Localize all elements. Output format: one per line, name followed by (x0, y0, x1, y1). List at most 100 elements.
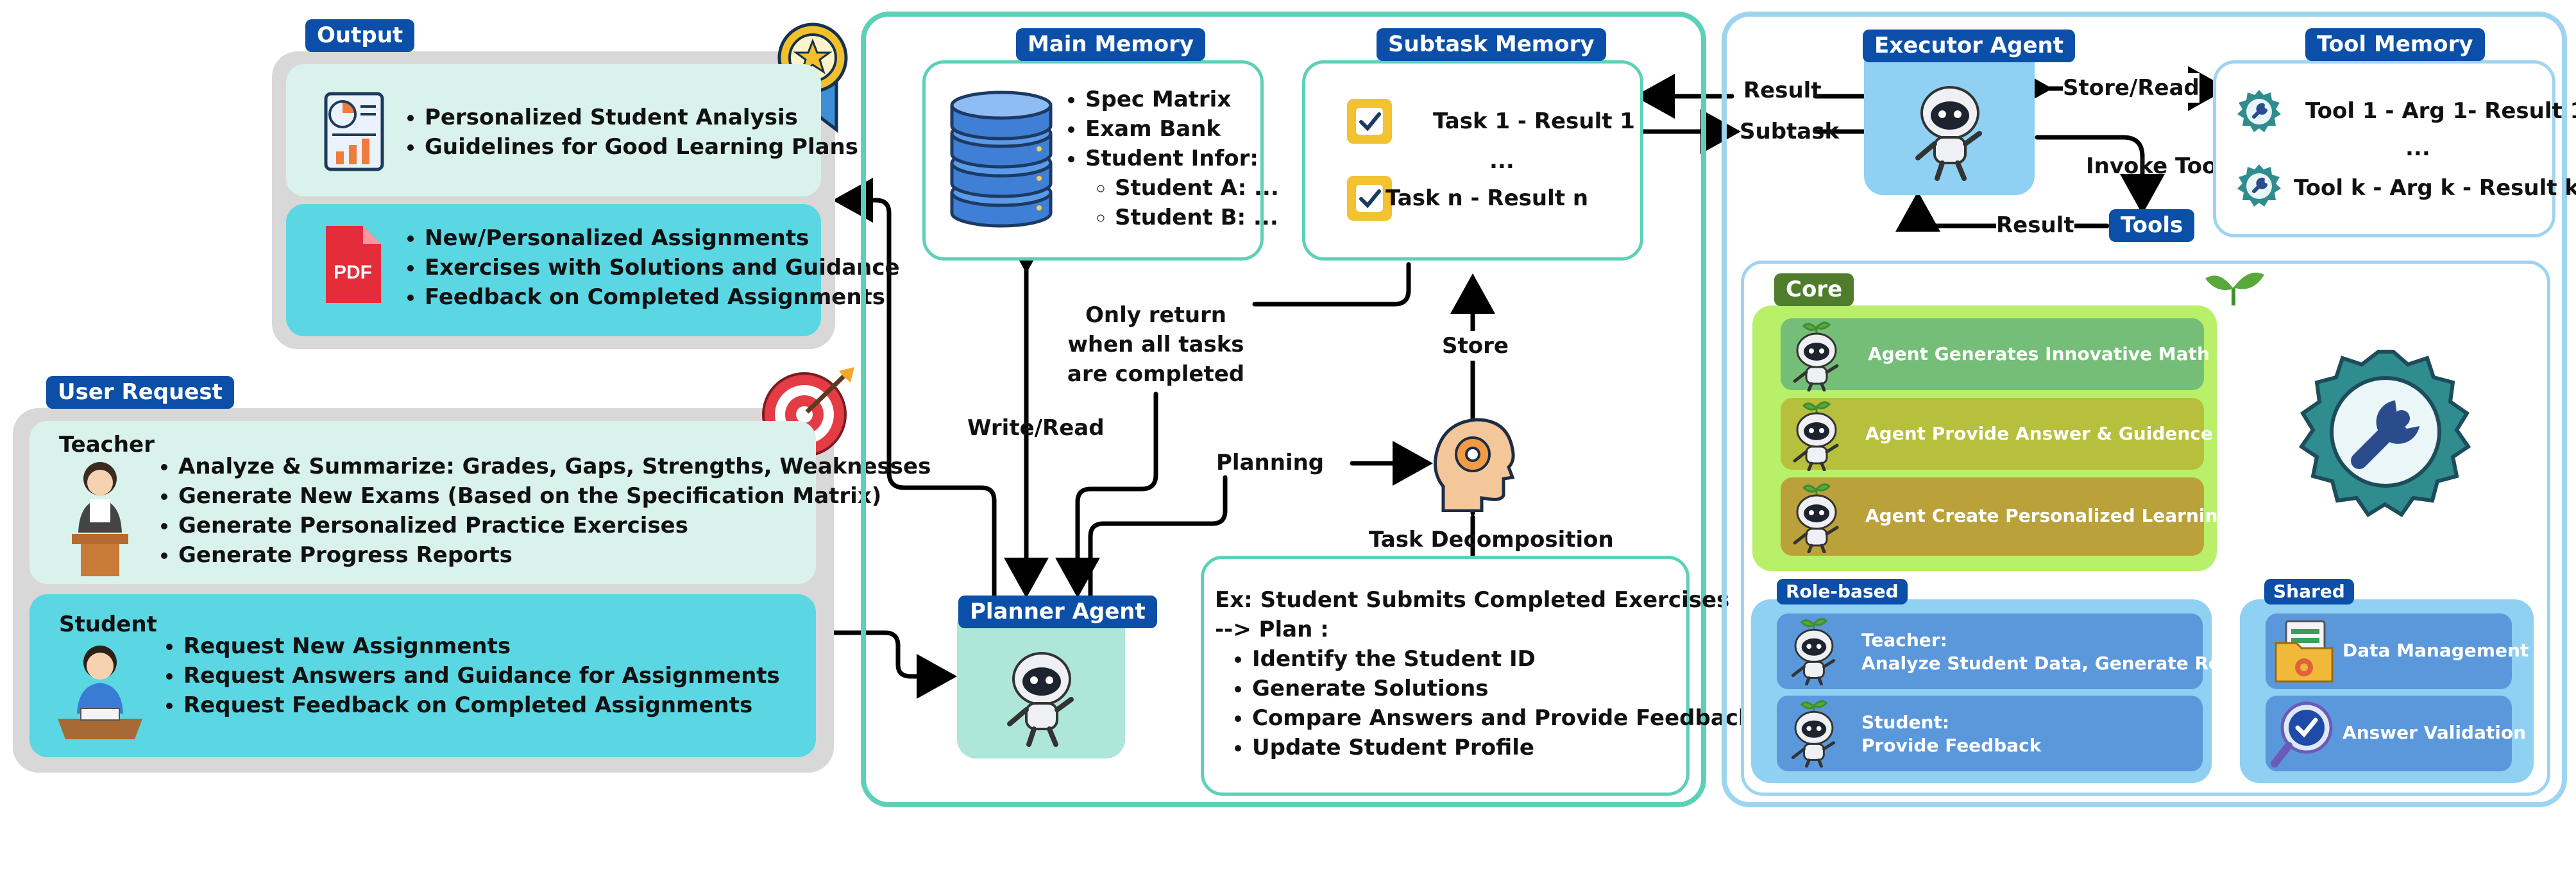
teacher-label: Teacher (59, 432, 155, 458)
main-memory-list: Spec Matrix Exam Bank Student Infor: Stu… (1056, 85, 1279, 232)
subtask-first: Task 1 - Result 1 (1433, 108, 1635, 134)
teacher-request-list: Analyze & Summarize: Grades, Gaps, Stren… (149, 452, 931, 570)
write-read-label: Write/Read (967, 415, 1105, 441)
teacher-request-box (30, 421, 816, 584)
list-item: Spec Matrix (1085, 85, 1279, 114)
student-request-list: Request New Assignments Request Answers … (154, 631, 780, 720)
tool-memory-first: Tool 1 - Arg 1- Result 1 (2305, 98, 2576, 124)
role-agent-row[interactable]: Teacher: Analyze Student Data, Generate … (1777, 613, 2274, 689)
role-based-tag: Role-based (1777, 579, 1908, 605)
task-check-icon (1344, 96, 1394, 149)
role-agent-row[interactable]: Student: Provide Feedback (1777, 696, 2203, 771)
answer-validation-icon (2269, 699, 2334, 773)
core-agent-row[interactable]: Agent Provide Answer & Guidence (1781, 398, 2213, 470)
list-item: Request Answers and Guidance for Assignm… (183, 661, 780, 690)
gear-wrench-icon (2235, 162, 2284, 213)
shared-tag: Shared (2264, 579, 2354, 605)
role-agent-desc: Provide Feedback (1861, 735, 2042, 756)
example-plan-label: --> Plan : (1215, 617, 1329, 642)
core-agent-label: Agent Create Personalized Learning Plan (1865, 505, 2282, 526)
role-agent-title: Teacher: (1861, 630, 1947, 651)
sprout-icon (2204, 268, 2266, 309)
role-agent-title: Student: (1861, 712, 1950, 733)
list-item: Generate Solutions (1252, 674, 1753, 703)
pdf-file-icon: PDF (321, 223, 385, 309)
core-agent-label: Agent Generates Innovative Math Exercise… (1868, 343, 2312, 364)
teacher-avatar (67, 457, 133, 580)
tool-memory-last: Tool k - Arg k - Result k (2294, 175, 2576, 201)
core-tag: Core (1774, 273, 1854, 307)
output-assignments-list: New/Personalized Assignments Exercises w… (395, 223, 900, 312)
database-icon (948, 90, 1055, 231)
planner-section (861, 12, 1706, 807)
settings-gear-icon (2292, 339, 2479, 527)
list-item: New/Personalized Assignments (425, 223, 900, 253)
example-title: Ex: Student Submits Completed Exercises (1215, 587, 1730, 613)
example-plan-box (1201, 556, 1690, 796)
robot-sprout-icon (1779, 699, 1847, 770)
only-return-label: Only return when all tasks are completed (1067, 302, 1245, 387)
robot-sprout-icon (1781, 483, 1851, 556)
list-item: Request Feedback on Completed Assignment… (183, 690, 780, 720)
list-item: Student A: ... (1115, 173, 1279, 203)
user-request-tag: User Request (46, 376, 234, 409)
list-item: Exam Bank (1085, 114, 1279, 144)
subtask-ellipsis: ... (1489, 148, 1514, 174)
core-agent-label: Agent Provide Answer & Guidence (1865, 423, 2213, 444)
gear-wrench-icon (2235, 87, 2284, 139)
main-memory-tag: Main Memory (1016, 28, 1206, 62)
student-request-box (30, 594, 816, 757)
planner-agent-tag: Planner Agent (958, 596, 1157, 629)
result-tools-label: Result (1996, 210, 2074, 240)
list-item: Exercises with Solutions and Guidance (425, 253, 900, 282)
example-steps-list: Identify the Student ID Generate Solutio… (1223, 644, 1753, 762)
shared-item-row[interactable]: Answer Validation (2266, 696, 2526, 771)
shared-item-label: Answer Validation (2343, 722, 2527, 743)
task-decomposition-label: Task Decomposition (1369, 527, 1614, 553)
report-document-icon (323, 91, 385, 175)
subtask-memory-box (1302, 60, 1643, 261)
store-label: Store (1442, 331, 1509, 361)
list-item: Personalized Student Analysis (425, 103, 858, 132)
list-item: Compare Answers and Provide Feedback (1252, 703, 1753, 733)
core-agent-row[interactable]: Agent Create Personalized Learning Plan (1781, 477, 2281, 556)
list-item: Update Student Profile (1252, 733, 1753, 762)
list-item: Generate Personalized Practice Exercises (178, 511, 931, 540)
tools-tag[interactable]: Tools (2109, 209, 2195, 243)
tool-memory-box (2213, 60, 2555, 237)
list-item: Generate New Exams (Based on the Specifi… (178, 481, 931, 511)
list-item: Feedback on Completed Assignments (425, 282, 900, 312)
shared-item-label: Data Management (2343, 640, 2529, 661)
pdf-label: PDF (334, 262, 372, 283)
executor-agent-tag: Executor Agent (1863, 30, 2075, 63)
output-analysis-list: Personalized Student Analysis Guidelines… (395, 103, 858, 162)
subtask-memory-tag: Subtask Memory (1377, 28, 1606, 62)
output-tag: Output (305, 19, 415, 53)
core-agent-row[interactable]: Agent Generates Innovative Math Exercise… (1781, 318, 2311, 390)
store-read-label: Store/Read (2063, 73, 2199, 103)
subtask-out-label: Subtask (1740, 119, 1840, 144)
list-item: Student Infor: (1085, 144, 1279, 173)
list-item: Generate Progress Reports (178, 540, 931, 570)
list-item: Identify the Student ID (1252, 644, 1753, 674)
robot-sprout-icon (1781, 321, 1851, 394)
subtask-last: Task n - Result n (1385, 185, 1589, 211)
robot-sprout-icon (1781, 400, 1851, 474)
tool-memory-ellipsis: ... (2405, 135, 2430, 161)
role-agent-desc: Analyze Student Data, Generate Reports (1861, 653, 2275, 674)
result-in-label: Result (1743, 78, 1822, 103)
executor-section (1722, 12, 2567, 807)
brain-gear-icon (1428, 415, 1518, 515)
planning-label: Planning (1216, 450, 1325, 476)
invoke-tool-label: Invoke Tool (2086, 153, 2225, 179)
task-check-icon (1344, 173, 1394, 226)
student-label: Student (59, 612, 157, 637)
robot-icon (998, 648, 1085, 751)
student-avatar (55, 639, 145, 744)
robot-sprout-icon (1779, 617, 1847, 688)
list-item: Student B: ... (1115, 203, 1279, 232)
list-item: Guidelines for Good Learning Plans (425, 132, 858, 162)
robot-icon (1906, 82, 1994, 185)
list-item: Analyze & Summarize: Grades, Gaps, Stren… (178, 452, 931, 481)
tool-memory-tag: Tool Memory (2305, 28, 2485, 62)
